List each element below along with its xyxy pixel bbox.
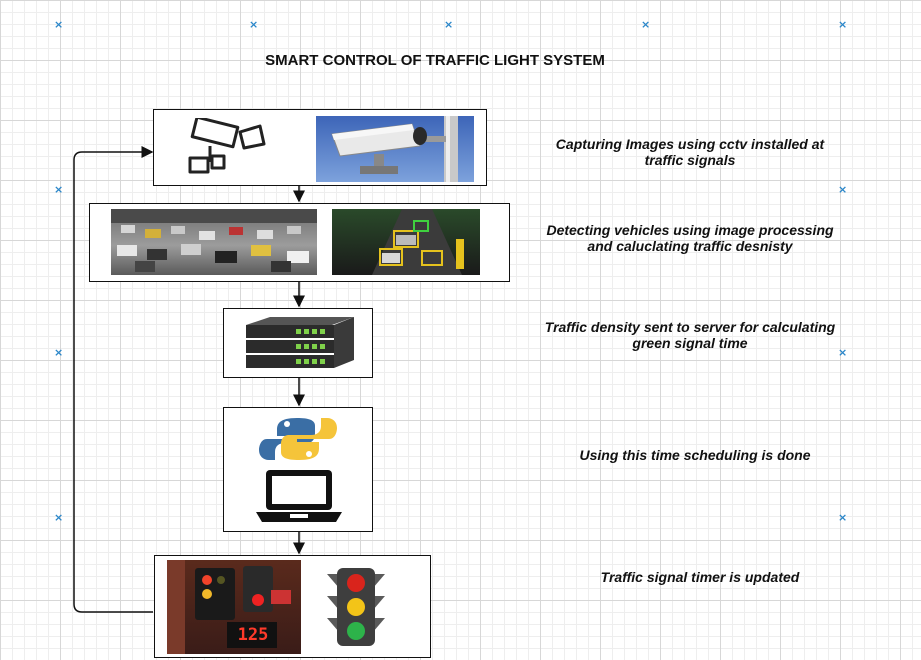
step2-description: Detecting vehicles using image processin… xyxy=(546,222,834,254)
diagram-title: SMART CONTROL OF TRAFFIC LIGHT SYSTEM xyxy=(265,52,605,69)
grid-marker: × xyxy=(249,18,259,31)
grid-marker: × xyxy=(444,18,454,31)
timer-display: 125 xyxy=(237,625,269,645)
step4-scheduling-box xyxy=(223,407,373,532)
traffic-light-icon xyxy=(327,568,385,646)
vehicle-detection-photo xyxy=(332,209,480,275)
grid-marker: × xyxy=(54,511,64,524)
step2-detection-box xyxy=(89,203,510,282)
step3-server-box xyxy=(223,308,373,378)
step5-description: Traffic signal timer is updated xyxy=(600,569,800,585)
grid-marker: × xyxy=(641,18,651,31)
grid-marker: × xyxy=(838,346,848,359)
step3-description: Traffic density sent to server for calcu… xyxy=(544,319,836,351)
step1-description: Capturing Images using cctv installed at… xyxy=(555,136,825,168)
grid-marker: × xyxy=(838,183,848,196)
grid-marker: × xyxy=(54,183,64,196)
grid-marker: × xyxy=(838,511,848,524)
cctv-camera-icon xyxy=(188,118,266,174)
grid-marker: × xyxy=(838,18,848,31)
traffic-signal-photo: 125 xyxy=(167,560,301,654)
step4-description: Using this time scheduling is done xyxy=(579,447,811,463)
grid-marker: × xyxy=(54,346,64,359)
python-logo-icon xyxy=(259,418,337,460)
server-rack-icon xyxy=(246,317,354,368)
highway-traffic-photo xyxy=(111,209,317,275)
laptop-icon xyxy=(256,470,342,522)
step5-signal-box: 125 xyxy=(154,555,431,658)
grid-marker: × xyxy=(54,18,64,31)
feedback-loop-arrow xyxy=(73,146,154,613)
cctv-photo xyxy=(316,116,474,182)
step1-capture-box xyxy=(153,109,487,186)
